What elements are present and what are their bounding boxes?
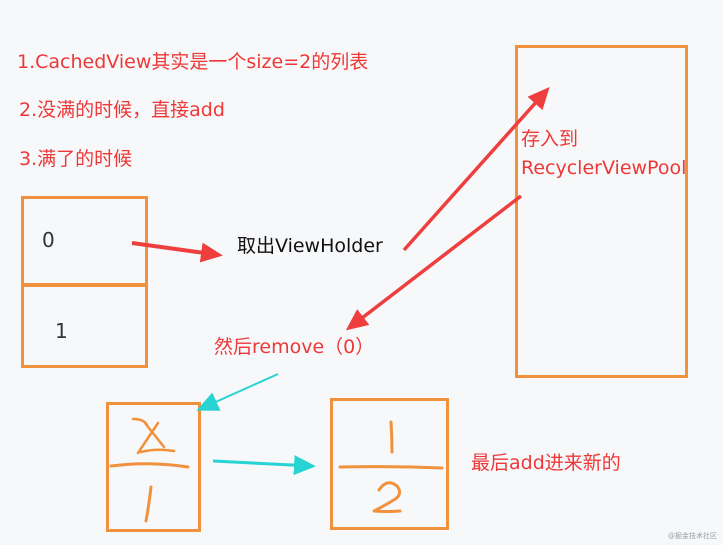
recycler-view-pool-box [515, 45, 688, 378]
cache-state-after-remove [106, 402, 201, 532]
label-then-remove: 然后remove（0） [214, 336, 375, 358]
fraction-divider-right [338, 465, 444, 470]
cache-state-after-add [330, 398, 449, 530]
note-line-2: 2.没满的时候，直接add [19, 99, 225, 121]
cache-cell-1-label: 1 [55, 319, 68, 343]
cache-cell-0-label: 0 [42, 228, 55, 252]
arrow-take-out [131, 241, 223, 263]
label-take-out-viewholder: 取出ViewHolder [237, 235, 383, 257]
fraction-divider-left [109, 462, 190, 469]
arrow-to-removed-state [196, 373, 279, 411]
label-store-line-2: RecyclerViewPool [521, 157, 687, 179]
hand-drawn-crossed-zero [131, 417, 176, 455]
note-line-1: 1.CachedView其实是一个size=2的列表 [17, 51, 369, 73]
watermark: @掘金技术社区 [668, 532, 717, 540]
label-store-line-1: 存入到 [521, 128, 579, 150]
cache-cell-1 [21, 284, 148, 368]
hand-drawn-two-right [372, 481, 402, 513]
label-finally-add-new: 最后add进来新的 [471, 452, 621, 474]
hand-drawn-one-left [144, 485, 153, 523]
arrow-store-to-pool [402, 87, 550, 252]
arrow-then-remove [345, 194, 523, 331]
note-line-3: 3.满了的时候 [19, 148, 133, 170]
arrow-to-added-state [212, 455, 316, 476]
hand-drawn-one-right [389, 420, 394, 454]
